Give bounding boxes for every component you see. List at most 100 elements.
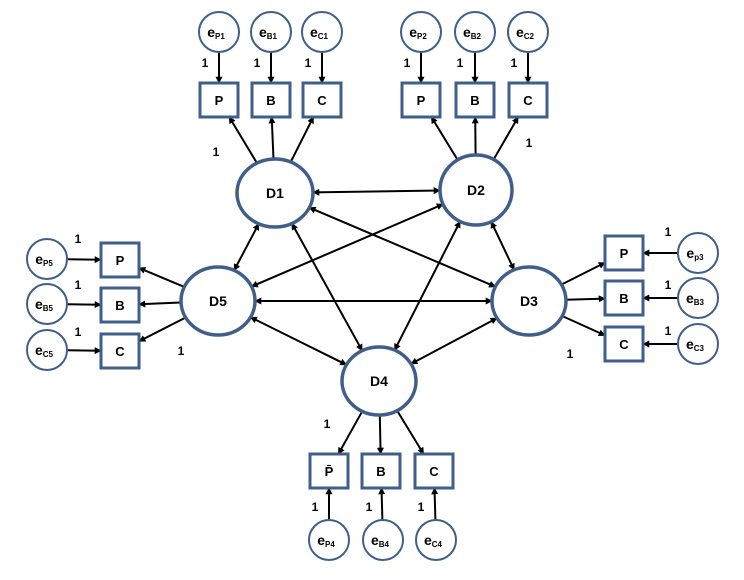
error-subscript: C4: [432, 540, 443, 549]
fixed-loading-label-err-b1: 1: [254, 56, 261, 70]
error-subscript: C2: [524, 32, 535, 41]
indicator-c3: C: [603, 325, 645, 363]
error-ep4-label: eP4: [317, 532, 335, 549]
error-ep3-circle: [677, 232, 719, 274]
fixed-loading-label-load-d4: 1: [324, 417, 331, 431]
error-eb1: eB1: [250, 11, 292, 53]
loading-d3-b3-arrow: [565, 295, 606, 303]
fixed-loading-label-err-b3: 1: [665, 278, 672, 292]
indicator-p5-label: P: [116, 253, 125, 268]
error-ep2: eP2: [400, 11, 442, 53]
indicator-p2: P: [400, 81, 442, 119]
indicator-p2-label: P: [417, 93, 426, 108]
indicator-c3-box: [603, 325, 645, 363]
indicator-b2-label: B: [470, 93, 479, 108]
error-subscript: B4: [379, 540, 390, 549]
fixed-loading-label-load-d1: 1: [213, 145, 220, 159]
error-subscript: B5: [43, 304, 54, 313]
fixed-loading-label-err-c4: 1: [418, 500, 425, 514]
indicator-p3: P: [603, 234, 645, 272]
indicator-b4-box: [360, 452, 402, 490]
loading-d5-c5-arrow: [138, 316, 187, 343]
fixed-loading-label-err-b2: 1: [457, 56, 464, 70]
indicator-b3: B: [603, 279, 645, 317]
indicator-b3-label: B: [619, 291, 628, 306]
error-eb5: eB5: [26, 283, 68, 325]
error-ec4-label: eC4: [424, 532, 443, 549]
indicator-b4: B: [360, 452, 402, 490]
error-eb3-label: eB3: [686, 290, 705, 307]
error-symbol: e: [424, 532, 432, 548]
indicator-p1-label: P: [215, 93, 224, 108]
indicator-p4: P̄: [308, 452, 350, 490]
loading-d4-b4-arrow: [376, 414, 384, 455]
indicator-p1-box: [198, 81, 240, 119]
error-ec2-label: eC2: [516, 24, 535, 41]
error-symbol: e: [35, 296, 43, 312]
error-symbol: e: [516, 24, 524, 40]
loading-d5-b5-arrow: [138, 300, 182, 308]
fixed-loading-label-err-c3: 1: [665, 324, 672, 338]
error-eb3: eB3: [677, 277, 719, 319]
indicator-p5-box: [99, 241, 141, 279]
covariance-d2-d4-arrow: [393, 220, 461, 351]
error-symbol: e: [409, 24, 417, 40]
error-ec4: eC4: [415, 519, 457, 561]
loading-d4-p4-arrow: [337, 410, 364, 455]
error-ep2-circle: [400, 11, 442, 53]
error-ep5-label: eP5: [35, 251, 53, 268]
fixed-loading-label-err-p1: 1: [202, 56, 209, 70]
latent-d2: D2: [438, 153, 514, 227]
error-symbol: e: [35, 342, 43, 358]
indicator-c3-label: C: [619, 337, 629, 352]
error-eb4-label: eB4: [371, 532, 390, 549]
fixed-loading-label-err-p2: 1: [404, 56, 411, 70]
indicator-b5-label: B: [115, 298, 124, 313]
error-ec5-circle: [26, 329, 68, 371]
loading-d1-p1-arrow: [228, 116, 258, 164]
fixed-loading-label-err-b5: 1: [75, 278, 82, 292]
indicator-b4-label: B: [376, 464, 385, 479]
indicator-b2-box: [454, 81, 496, 119]
latent-d1-label: D1: [266, 185, 284, 201]
error-ec5: eC5: [26, 329, 68, 371]
indicator-p3-label: P: [620, 246, 629, 261]
latent-d1-ellipse: [235, 157, 315, 229]
loading-d4-c4-arrow: [396, 410, 425, 455]
error-ep4: eP4: [308, 519, 350, 561]
error-symbol: e: [686, 245, 694, 261]
error-symbol: e: [463, 24, 471, 40]
indicator-c5: C: [99, 332, 141, 370]
error-subscript: P4: [325, 540, 335, 549]
error-ec4-circle: [415, 519, 457, 561]
indicator-c4: C: [413, 452, 455, 490]
error-eb1-label: eB1: [259, 24, 278, 41]
error-ep5-circle: [26, 238, 68, 280]
error-ec1-circle: [301, 11, 343, 53]
fixed-loading-label-load-d5: 1: [178, 344, 185, 358]
indicator-c2-box: [507, 81, 549, 119]
error-ep3: ep3: [677, 232, 719, 274]
latent-d5: D5: [179, 265, 257, 337]
error-subscript: B1: [267, 32, 278, 41]
error-ep1-label: eP1: [207, 24, 225, 41]
latent-d3: D3: [490, 265, 568, 337]
error-ep2-label: eP2: [409, 24, 427, 41]
indicator-p2-box: [400, 81, 442, 119]
latent-d2-label: D2: [467, 182, 485, 198]
indicator-b3-box: [603, 279, 645, 317]
error-eb4-circle: [362, 519, 404, 561]
error-eb2-circle: [454, 11, 496, 53]
indicator-b1-label: B: [266, 93, 275, 108]
error-eb1-circle: [250, 11, 292, 53]
error-eb5-label: eB5: [35, 296, 54, 313]
indicator-c1: C: [301, 81, 343, 119]
fixed-loading-label-load-d3: 1: [567, 347, 574, 361]
error-ec2-circle: [507, 11, 549, 53]
error-ec2: eC2: [507, 11, 549, 53]
error-ep3-label: ep3: [686, 245, 704, 262]
error-ec5-label: eC5: [35, 342, 54, 359]
error-symbol: e: [317, 532, 325, 548]
